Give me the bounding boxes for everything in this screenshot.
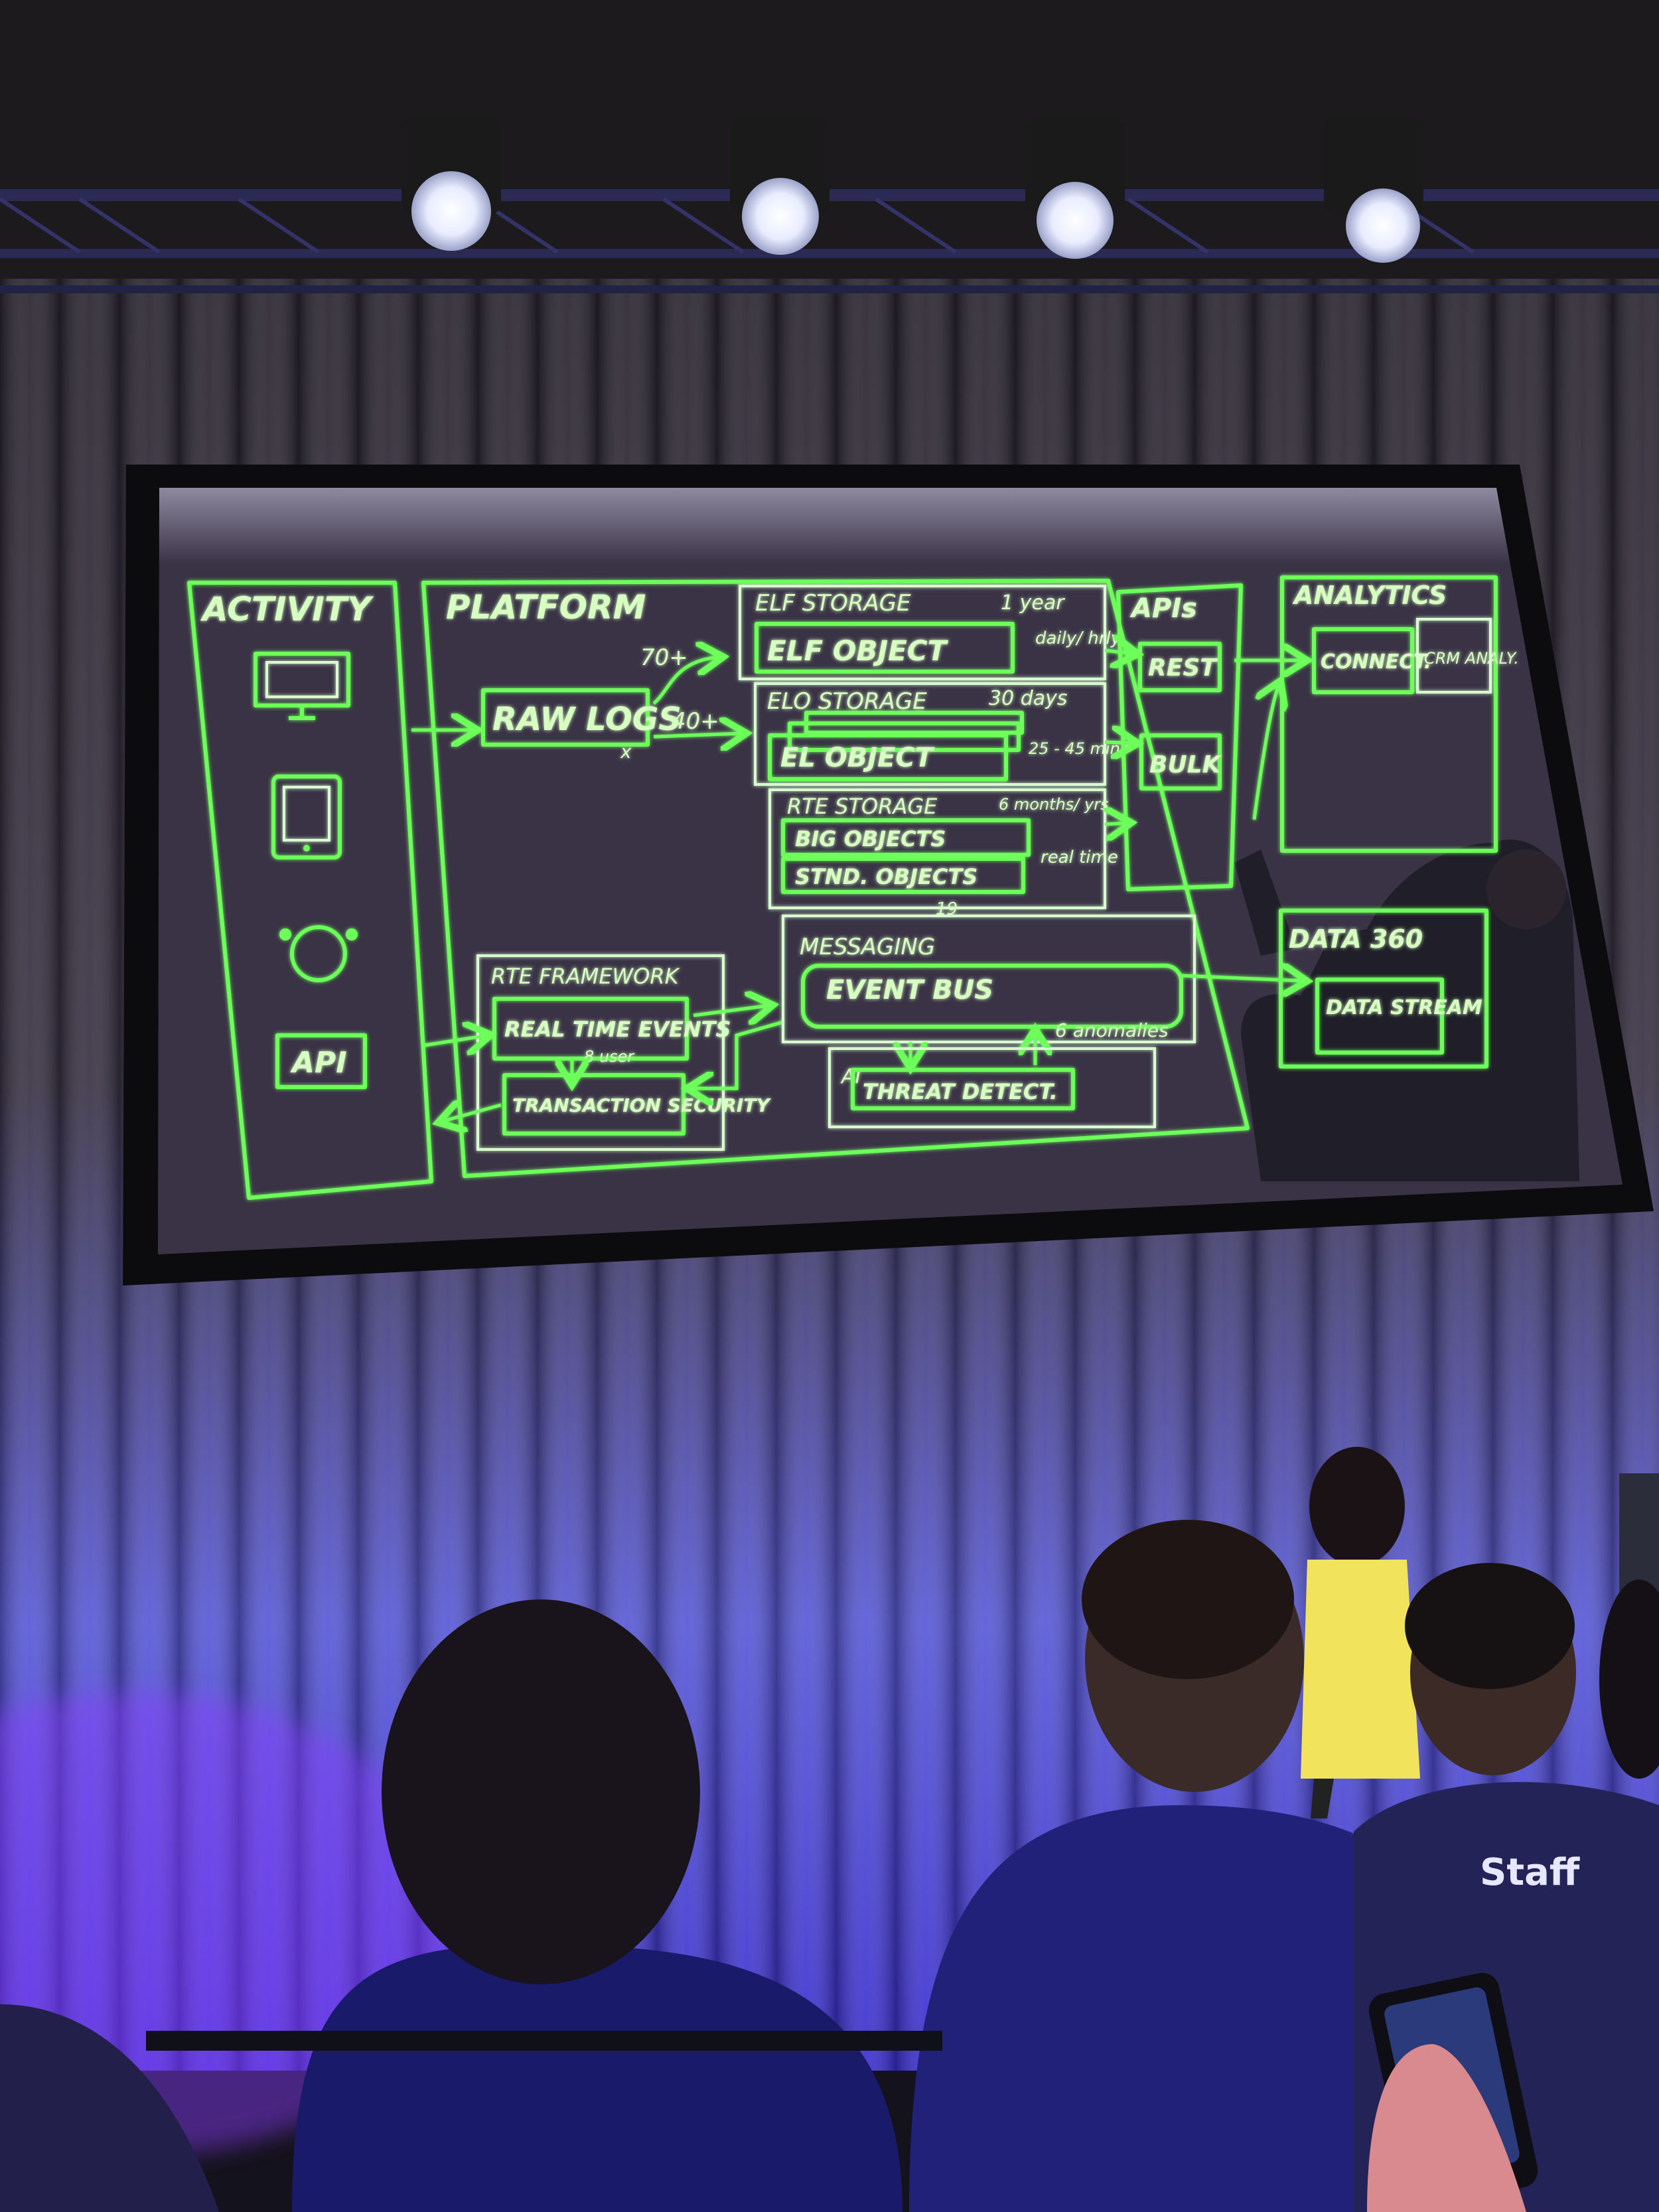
crm-box (1416, 618, 1492, 694)
messaging-box (782, 915, 1196, 1043)
platform-box (421, 579, 1250, 1178)
platform-section: PLATFORM RAW LOGS 70+ 40+ x ELF STORAGE … (411, 579, 1250, 1178)
messaging-title: MESSAGING (800, 934, 935, 960)
rte-latency: real time (1041, 848, 1118, 867)
bulk-box (1139, 733, 1222, 790)
arrow-security-to-activity (441, 1105, 502, 1122)
crm-label: CRM ANALY. (1424, 649, 1519, 668)
audience-member (0, 2004, 219, 2212)
presenter (1234, 839, 1579, 1181)
rte-storage-title: RTE STORAGE (787, 794, 938, 819)
lightboard-diagram: ACTIVITY API (187, 575, 1519, 1200)
data360-section: DATA 360 DATA STREAM (1181, 909, 1488, 1069)
arrow-bus-to-data360 (1181, 976, 1304, 981)
big-objects-box (781, 818, 1031, 857)
data-stream-label: DATA STREAM (1326, 996, 1482, 1019)
threat-detect-box (851, 1068, 1075, 1110)
elo-storage: ELO STORAGE 30 days EL OBJECT 25 - 45 mi… (754, 682, 1128, 786)
arrow-rte-to-messaging (693, 1005, 770, 1015)
user-note: 8 user (584, 1047, 635, 1066)
spotlight-icon (742, 178, 819, 255)
volume-note-70: 70+ (640, 644, 688, 671)
big-objects-label: BIG OBJECTS (795, 826, 946, 851)
spotlight-icon (411, 171, 491, 251)
threat-detect-label: THREAT DETECT. (863, 1079, 1058, 1104)
elf-frequency: daily/ hrly (1035, 628, 1121, 648)
spotlight-icon (1346, 188, 1420, 263)
elo-storage-title: ELO STORAGE (767, 688, 927, 715)
activity-box (187, 581, 433, 1200)
realtime-events-label: REAL TIME EVENTS (504, 1017, 731, 1042)
api-box (275, 1033, 367, 1089)
ai-box (828, 1047, 1156, 1128)
arrow-rawlogs-to-elo (653, 733, 743, 737)
elf-retention: 1 year (1001, 591, 1065, 615)
audience-member (292, 1945, 902, 2212)
spotlights (401, 116, 1423, 263)
connect-box (1312, 627, 1414, 694)
event-bus-box (801, 964, 1183, 1029)
volume-note-40: 40+ (672, 708, 719, 735)
messaging-count: 19 (936, 899, 958, 919)
speaker-on-stage (1301, 1447, 1420, 1818)
raw-logs-label: RAW LOGS (492, 701, 682, 738)
spotlight-icon (1037, 182, 1114, 259)
mobile-icon (271, 774, 342, 859)
elo-storage-box (754, 682, 1106, 786)
stnd-objects-label: STND. OBJECTS (795, 864, 977, 889)
activity-column: ACTIVITY API (187, 581, 433, 1200)
analytics-title: ANALYTICS (1292, 581, 1447, 610)
ai-section: AI THREAT DETECT. (828, 1047, 1156, 1128)
messaging: MESSAGING 19 EVENT BUS 6 anomalies (782, 899, 1196, 1065)
elf-storage: ELF STORAGE 1 year ELF OBJECT daily/ hrl… (739, 585, 1121, 680)
stage-edge (146, 2031, 942, 2051)
event-bus-label: EVENT BUS (826, 975, 993, 1005)
transaction-security-label: TRANSACTION SECURITY (512, 1094, 771, 1116)
el-object-label: EL OBJECT (780, 743, 935, 773)
rest-label: REST (1148, 654, 1218, 682)
stnd-objects-box (781, 857, 1025, 894)
elo-retention: 30 days (989, 687, 1068, 710)
rte-storage-box (768, 788, 1106, 909)
el-object-box (768, 733, 1008, 781)
integration-icon (279, 925, 358, 982)
analytics-section: ANALYTICS CONNECT. CRM ANALY. (1234, 575, 1519, 853)
arrow-api-to-rte (424, 1035, 488, 1045)
data-stream-box (1315, 978, 1444, 1055)
elf-storage-title: ELF STORAGE (755, 590, 911, 617)
data360-title: DATA 360 (1289, 924, 1423, 954)
anomalies-note: 6 anomalies (1055, 1019, 1169, 1041)
arrow-rawlogs-to-elf (652, 657, 720, 705)
staff-member (1619, 1473, 1659, 1593)
apis-title: APIs (1129, 593, 1197, 624)
staff-badge: Staff (1480, 1851, 1580, 1894)
rte-retention: 6 months/ yrs. (999, 795, 1114, 814)
arrow-messaging-to-security (690, 1020, 784, 1088)
platform-title: PLATFORM (446, 588, 646, 627)
apis-section: APIs REST BULK (1105, 583, 1243, 891)
activity-title: ACTIVITY (200, 590, 374, 628)
desktop-icon (253, 652, 350, 720)
elf-object-label: ELF OBJECT (767, 634, 949, 667)
analytics-box (1280, 575, 1498, 853)
api-label: API (290, 1046, 347, 1080)
bulk-label: BULK (1149, 751, 1223, 778)
rte-framework: RTE FRAMEWORK REAL TIME EVENTS 8 user TR… (424, 954, 784, 1151)
apis-box (1116, 583, 1243, 891)
rte-framework-title: RTE FRAMEWORK (491, 964, 681, 989)
connect-label: CONNECT. (1321, 650, 1431, 674)
elf-storage-box (739, 585, 1106, 680)
phone (1367, 1972, 1538, 2212)
rte-storage: RTE STORAGE 6 months/ yrs. BIG OBJECTS S… (768, 788, 1118, 909)
elf-object-box (755, 622, 1015, 674)
drop-note: x (620, 741, 632, 763)
